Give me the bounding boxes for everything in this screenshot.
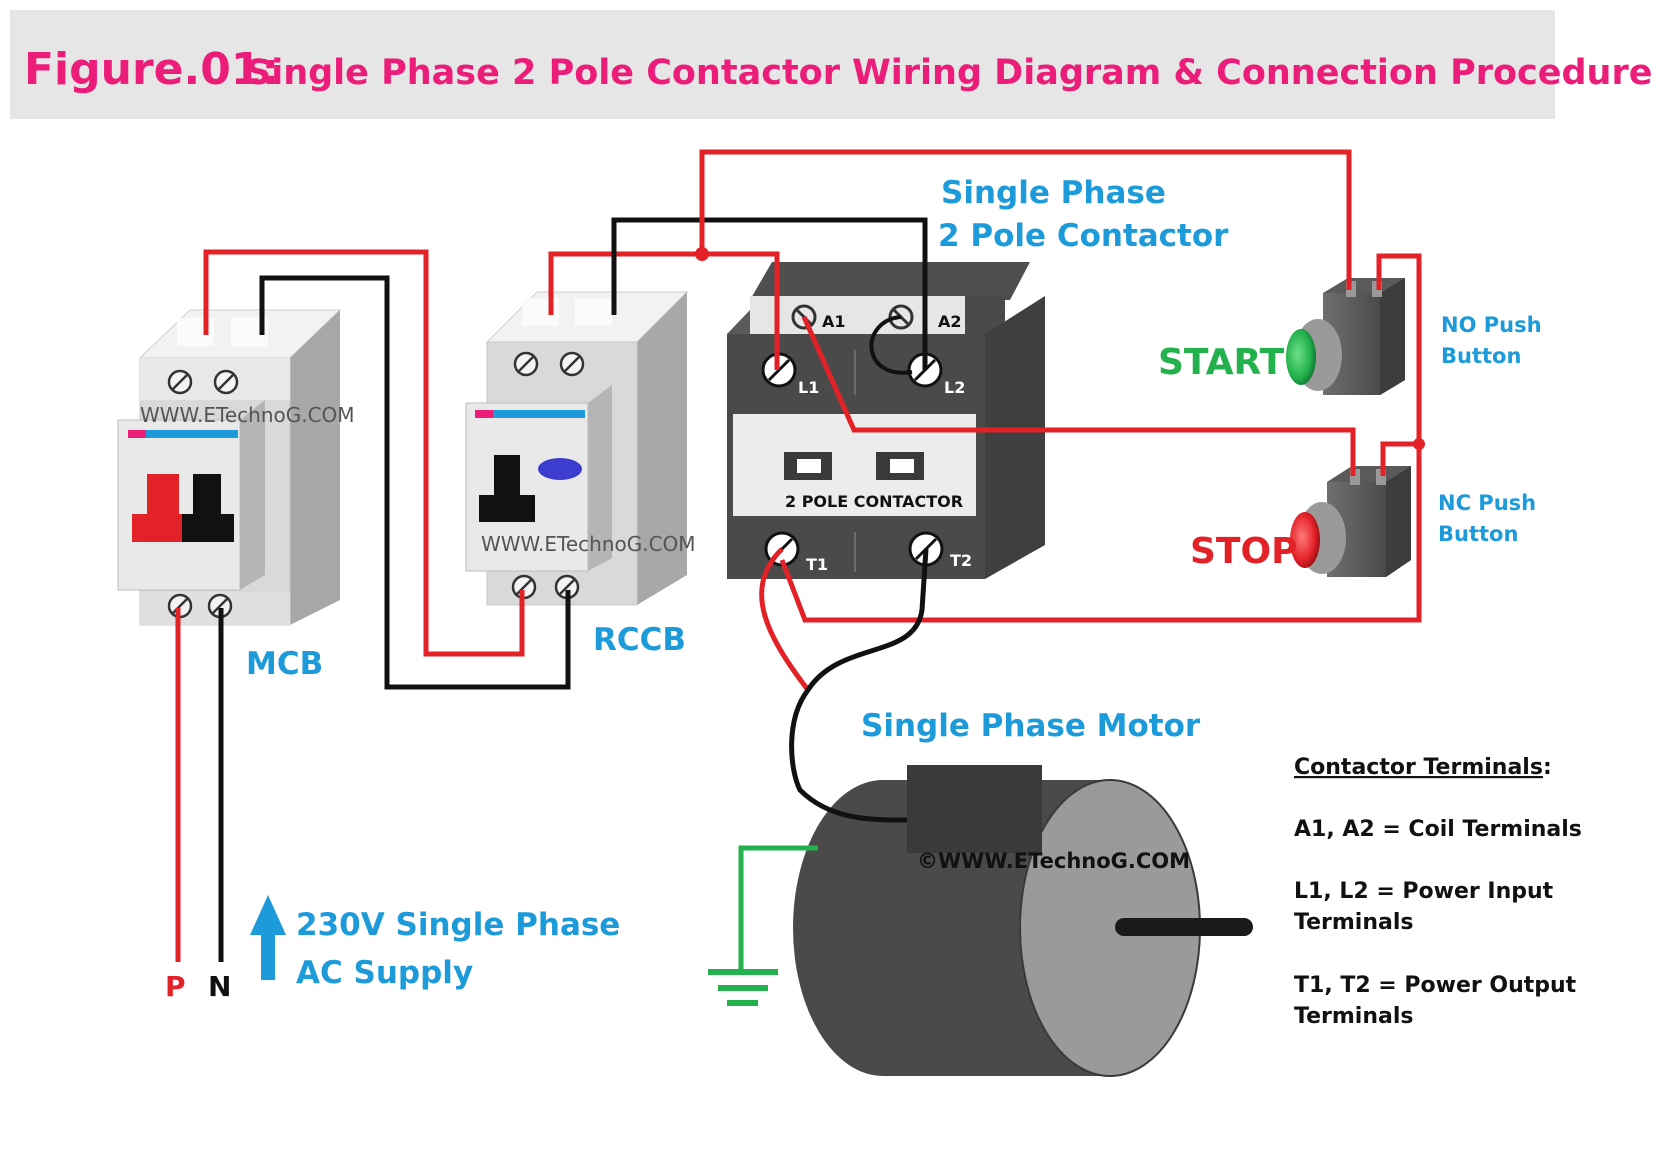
legend-line-3b: Terminals [1294,1004,1413,1029]
wiring [175,149,1425,962]
mcb-watermark: WWW.ETechnoG.COM [140,403,355,427]
nc-button-label-2: Button [1438,522,1518,546]
stop-push-button [1290,466,1411,577]
label-a2: A2 [938,312,962,331]
t2-to-motor-black [789,548,929,823]
start-green-cap [1286,329,1316,385]
rccb-to-l2-neutral [611,217,928,370]
legend-heading-colon: : [1543,755,1552,780]
no-button-label-1: NO Push [1441,313,1542,337]
phase-label: P [165,970,186,1003]
figure-label: Figure.01: [24,44,279,95]
a1-to-stop [801,315,1356,476]
contactor-device: 2 POLE CONTACTOR A1 A2 L1 L2 T1 T2 [727,262,1045,579]
t1-to-motor-red [759,547,810,692]
a2-to-l2-jumper [869,315,913,375]
contactor-body-label: 2 POLE CONTACTOR [785,492,963,511]
label-t1: T1 [806,555,828,574]
rccb-top-screw-2 [559,351,585,377]
stop-red-cap [1290,512,1320,568]
label-a1: A1 [822,312,846,331]
legend-line-3a: T1, T2 = Power Output [1294,973,1577,998]
rccb-top-screw-1 [513,351,539,377]
earth-symbol [708,845,818,1006]
label-l2: L2 [944,378,965,397]
start-label: START [1158,342,1285,383]
control-phase-to-start [699,149,1352,290]
legend-heading: Contactor Terminals [1294,755,1543,780]
contactor-title-line2: 2 Pole Contactor [938,218,1229,254]
svg-text:Contactor Terminals:: Contactor Terminals: [1294,755,1552,780]
motor-label: Single Phase Motor [861,708,1201,744]
contactor-title-line1: Single Phase [941,175,1166,211]
legend-line-1: A1, A2 = Coil Terminals [1294,817,1582,842]
page-title: Single Phase 2 Pole Contactor Wiring Dia… [246,53,1652,93]
supply-label-1: 230V Single Phase [296,907,620,943]
no-button-label-2: Button [1441,344,1521,368]
legend-line-2a: L1, L2 = Power Input [1294,879,1554,904]
supply-label-2: AC Supply [296,955,473,991]
motor-device: ©WWW.ETechnoG.COM [793,765,1253,1077]
mcb-to-rccb-phase [203,249,525,657]
label-t2: T2 [950,551,972,570]
nc-button-label-1: NC Push [1438,491,1536,515]
up-arrow-icon [250,895,286,980]
rccb-device: WWW.ETechnoG.COM [465,291,696,606]
mcb-label: MCB [246,646,323,682]
label-l1: L1 [798,378,819,397]
terminal-legend: Contactor Terminals: A1, A2 = Coil Termi… [1294,755,1582,1029]
mcb-top-screw-1 [167,369,193,395]
header-banner: Figure.01: Single Phase 2 Pole Contactor… [10,10,1652,119]
rccb-to-l1-phase [548,251,780,370]
start-push-button [1286,278,1405,395]
start-to-stop-link [1380,441,1419,476]
mcb-top-screw-2 [213,369,239,395]
stop-label: STOP [1190,531,1297,572]
neutral-label: N [208,970,231,1003]
mcb-device: WWW.ETechnoG.COM [117,309,355,626]
motor-watermark: ©WWW.ETechnoG.COM [917,849,1190,873]
rccb-watermark: WWW.ETechnoG.COM [481,532,696,556]
legend-line-2b: Terminals [1294,910,1413,935]
mcb-to-rccb-neutral [259,275,571,690]
rccb-label: RCCB [593,622,686,658]
